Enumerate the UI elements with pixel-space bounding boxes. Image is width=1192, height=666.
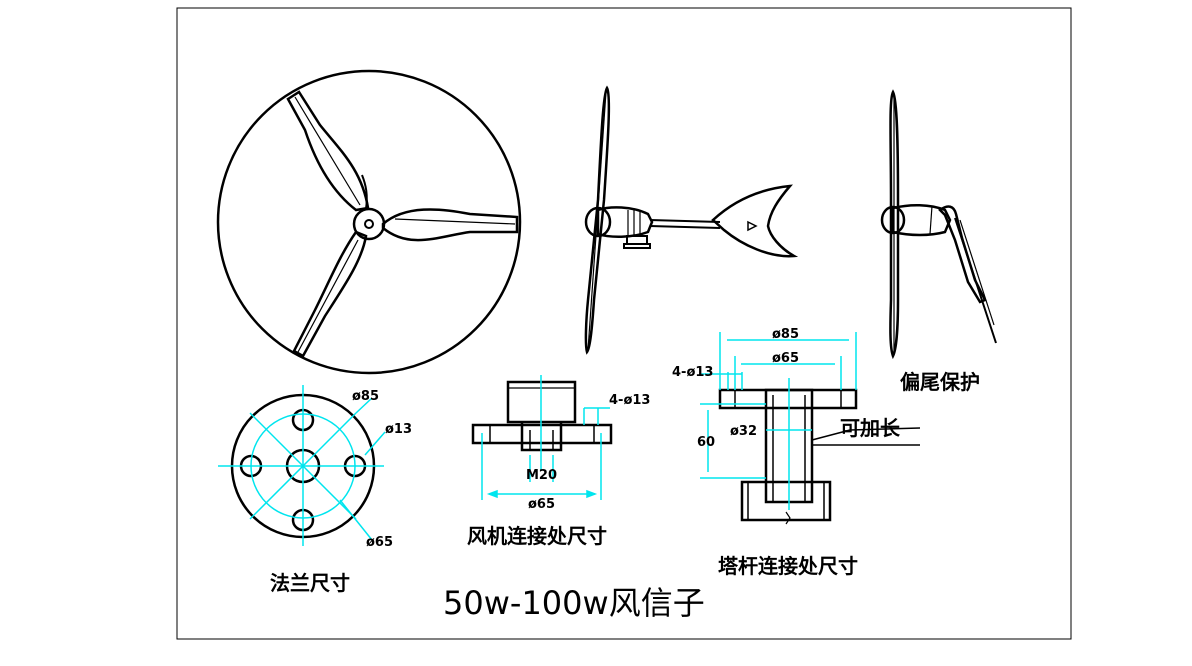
blade-lower [292, 230, 368, 358]
furled-nacelle [891, 204, 952, 237]
tower-extendable-note: 可加长 [840, 416, 901, 440]
blade-right [381, 208, 519, 242]
tower-height-dim: 60 [697, 435, 715, 450]
blade-upper [286, 90, 370, 212]
flange-hole-dim: ø13 [385, 422, 412, 437]
furled-view-caption: 偏尾保护 [900, 370, 980, 394]
turbine-side-view [584, 85, 799, 355]
tower-top-flange [718, 388, 858, 410]
flange-outer-dim: ø85 [352, 389, 379, 404]
flange-detail: ø85 ø13 ø65 法兰尺寸 [218, 385, 412, 595]
tower-pcd-dim: ø65 [772, 351, 799, 366]
tower-bore-dim: ø32 [730, 424, 757, 439]
connection-flange [471, 423, 613, 445]
connection-holes-dim: 4-ø13 [609, 393, 650, 408]
tower-outer-dim: ø85 [772, 327, 799, 342]
rotor-front-view [216, 69, 522, 375]
tower-holes-dim: 4-ø13 [672, 365, 713, 380]
tower-base-sleeve [740, 480, 832, 522]
turbine-connection-caption: 风机连接处尺寸 [467, 524, 607, 548]
flange-pcd-dim: ø65 [366, 535, 393, 550]
turbine-furled-view [880, 89, 997, 360]
tower-connection-caption: 塔杆连接处尺寸 [718, 554, 858, 578]
rotor-sweep-circle [216, 69, 522, 375]
turbine-connection-detail: 4-ø13 M20 ø65 风机连接处尺寸 [467, 375, 650, 548]
side-blade [584, 85, 611, 355]
tower-connection-detail: ø85 ø65 4-ø13 ø32 60 可加长 塔杆连接处尺寸 [672, 327, 921, 578]
connection-pcd-dim: ø65 [528, 497, 555, 512]
flange-caption: 法兰尺寸 [270, 571, 350, 595]
drawing-title: 50w-100w风信子 [443, 584, 705, 622]
furled-blade [889, 89, 900, 360]
drawing-frame [176, 7, 1072, 640]
side-tail-fin [711, 184, 799, 258]
furled-tail [938, 205, 987, 304]
connection-thread-dim: M20 [526, 468, 557, 483]
rotor-hub [352, 207, 386, 241]
